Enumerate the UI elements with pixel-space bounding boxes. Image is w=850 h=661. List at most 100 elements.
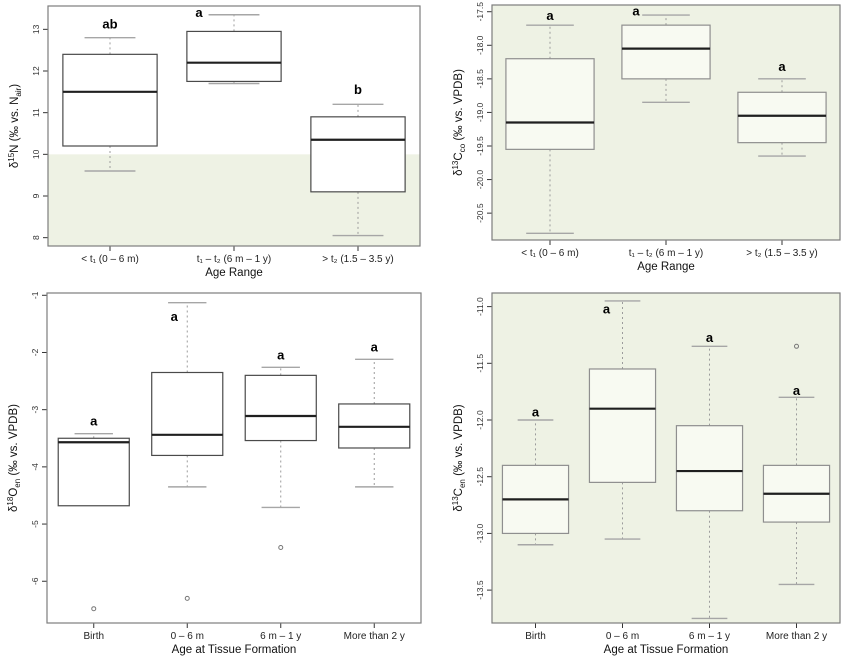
y-tick-label: -20.0: [475, 170, 485, 190]
y-tick-label: -6: [30, 577, 40, 585]
box-group: a: [186, 5, 282, 85]
significance-letter: a: [706, 330, 714, 345]
significance-letter: a: [778, 59, 786, 74]
iqr-box: [675, 425, 744, 512]
x-category-label: More than 2 y: [344, 631, 405, 642]
significance-letter: a: [371, 339, 379, 354]
y-tick-label: 13: [31, 24, 41, 34]
significance-letter: b: [354, 82, 362, 97]
x-category-label: 6 m – 1 y: [689, 631, 730, 642]
significance-letter: ab: [102, 17, 117, 32]
panel-d15n-age-range: 8 9 10 11 12 13 ab < t₁ (0 – 6 m) a t₁ – t₂ (6 m …: [0, 0, 425, 280]
y-tick-label: -18.5: [475, 69, 485, 89]
box-group: a: [151, 302, 224, 601]
x-category-label: 0 – 6 m: [171, 631, 204, 642]
y-axis-title: δ13Cco (‰ vs. VPDB): [451, 69, 467, 176]
x-category-label: 6 m – 1 y: [260, 631, 301, 642]
box-group: a: [588, 300, 657, 540]
significance-letter: a: [546, 8, 554, 23]
y-axis-title: δ13Cen (‰ vs. VPDB): [451, 404, 467, 511]
x-category-label: > t₂ (1.5 – 3.5 y): [322, 254, 393, 265]
y-tick-label: 11: [31, 108, 41, 117]
y-axis-title: δ15N (‰ vs. Nair): [7, 84, 23, 168]
box-group: ab: [62, 17, 158, 172]
significance-letter: a: [171, 309, 179, 324]
box-group: a: [244, 347, 317, 551]
plot-area: [492, 293, 840, 623]
x-category-label: t₁ – t₂ (6 m – 1 y): [629, 248, 704, 259]
significance-letter: a: [277, 347, 285, 362]
y-tick-label: -1: [30, 291, 40, 299]
y-tick-label: -17.5: [475, 2, 485, 22]
x-axis-title: Age Range: [205, 267, 263, 279]
boxplot-d15n-chart: 8 9 10 11 12 13 ab < t₁ (0 – 6 m) a t₁ – t₂ (6 m …: [0, 0, 425, 280]
significance-letter: a: [632, 4, 640, 19]
x-category-label: 0 – 6 m: [606, 631, 639, 642]
x-category-label: Birth: [525, 631, 546, 642]
x-axis-title: Age Range: [637, 261, 695, 273]
y-tick-label: -20.5: [475, 203, 485, 223]
significance-letter: a: [90, 414, 98, 429]
outlier-point: [794, 343, 799, 349]
y-tick-label: -12.0: [475, 410, 485, 430]
iqr-box: [310, 116, 406, 193]
panel-d13cco-age-range: -17.5 -18.0 -18.5 -19.0 -19.5 -20.0 -20.5 a < t₁…: [425, 0, 850, 280]
y-tick-label: -5: [30, 520, 40, 528]
x-axis-title: Age at Tissue Formation: [172, 644, 297, 656]
x-category-label: < t₁ (0 – 6 m): [521, 248, 579, 259]
plot-border: [491, 292, 841, 624]
significance-letter: a: [195, 5, 203, 20]
y-tick-label: -13.0: [475, 523, 485, 543]
plot-border: [491, 4, 841, 241]
significance-letter: a: [603, 301, 611, 316]
y-tick-label: -4: [30, 463, 40, 471]
y-tick-label: 9: [31, 193, 41, 198]
iqr-box: [62, 53, 158, 147]
y-tick-label: -3: [30, 406, 40, 414]
iqr-box: [244, 374, 317, 442]
box-group: b: [310, 82, 406, 237]
outlier-point: [91, 606, 97, 612]
box-group: a: [675, 330, 744, 620]
x-category-label: t₁ – t₂ (6 m – 1 y): [197, 254, 272, 265]
boxplot-d13cco-chart: -17.5 -18.0 -18.5 -19.0 -19.5 -20.0 -20.5 a < t₁…: [425, 0, 850, 280]
box-group: a: [621, 4, 711, 104]
box-group: a: [737, 59, 827, 157]
box-group: a: [57, 414, 130, 612]
x-category-label: More than 2 y: [766, 631, 827, 642]
plot-border: [47, 5, 421, 247]
x-axis-title: Age at Tissue Formation: [604, 644, 729, 656]
iqr-box: [57, 437, 130, 507]
x-category-label: Birth: [83, 631, 104, 642]
y-tick-label: 12: [31, 66, 41, 76]
y-tick-label: 8: [31, 235, 41, 240]
box-group: a: [505, 8, 595, 234]
y-axis-title: δ18Oen (‰ vs. VPDB): [6, 404, 22, 512]
box-group: a: [501, 405, 570, 546]
y-tick-label: -2: [30, 348, 40, 356]
y-tick-label: -12.5: [475, 467, 485, 487]
y-tick-label: -18.0: [475, 35, 485, 55]
y-tick-label: -13.5: [475, 580, 485, 600]
iqr-box: [588, 368, 657, 483]
outlier-point: [184, 595, 190, 601]
y-tick-label: -19.0: [475, 102, 485, 122]
box-group: a: [338, 339, 411, 488]
y-tick-label: -19.5: [475, 136, 485, 156]
iqr-box: [505, 58, 595, 150]
x-category-label: < t₁ (0 – 6 m): [81, 254, 139, 265]
significance-letter: a: [793, 383, 801, 398]
iqr-box: [151, 371, 224, 457]
plot-border: [46, 292, 422, 624]
y-tick-label: 10: [31, 149, 41, 159]
iqr-box: [186, 30, 282, 83]
x-category-label: > t₂ (1.5 – 3.5 y): [746, 248, 817, 259]
iqr-box: [621, 24, 711, 80]
iqr-box: [737, 91, 827, 144]
y-tick-label: -11.0: [475, 297, 485, 316]
